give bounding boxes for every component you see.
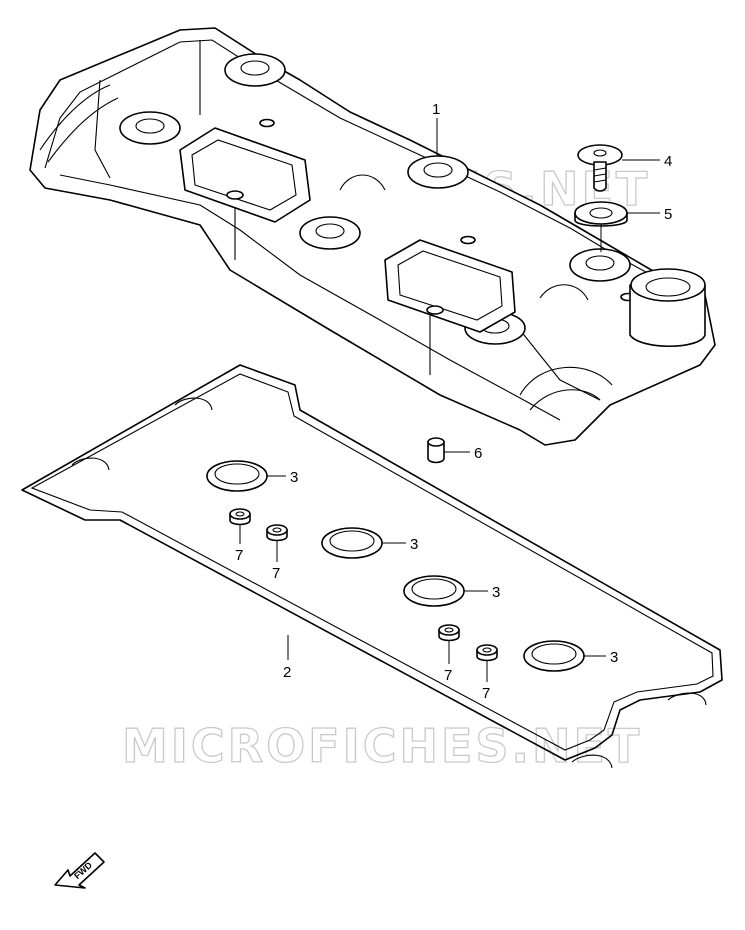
watermark-bottom: MICROFICHES.NET — [122, 719, 642, 773]
breather-box-2 — [384, 239, 516, 333]
grommet-washer — [574, 201, 628, 227]
leader-lines — [239, 118, 660, 682]
callout-3-c: 3 — [492, 584, 500, 601]
callout-1: 1 — [432, 101, 440, 118]
callout-6: 6 — [474, 445, 482, 462]
small-seal-1 — [229, 508, 251, 526]
small-seal-3 — [438, 624, 460, 642]
plug-seal-3 — [403, 575, 465, 607]
callout-7-c: 7 — [444, 667, 452, 684]
bolt-post-4 — [460, 235, 476, 245]
plug-seal-4 — [523, 640, 585, 672]
callout-3-a: 3 — [290, 469, 298, 486]
callout-7-b: 7 — [272, 565, 280, 582]
cover-boss-3 — [407, 155, 469, 189]
dowel-pin — [427, 437, 445, 464]
cylinder-head-cover — [29, 27, 716, 446]
cover-boss-2 — [119, 111, 181, 145]
forward-direction-arrow: FWD — [54, 852, 105, 889]
plug-seal-1 — [206, 460, 268, 492]
callout-3-b: 3 — [410, 536, 418, 553]
cover-boss-5 — [569, 248, 631, 282]
cover-gasket — [21, 364, 723, 769]
callout-3-d: 3 — [610, 649, 618, 666]
callout-2: 2 — [283, 664, 291, 681]
cover-boss-1 — [224, 53, 286, 87]
callout-5: 5 — [664, 206, 672, 223]
cover-boss-4 — [299, 216, 361, 250]
callout-7-a: 7 — [235, 547, 243, 564]
bolt-post-2 — [259, 118, 275, 128]
bolt-post-3 — [426, 305, 444, 315]
bolt-post-1 — [226, 190, 244, 200]
breather-box-1 — [179, 127, 311, 223]
cover-bolt — [577, 144, 623, 192]
small-seal-4 — [476, 644, 498, 662]
small-seal-2 — [266, 524, 288, 542]
callout-7-d: 7 — [482, 685, 490, 702]
callout-4: 4 — [664, 153, 672, 170]
plug-seal-2 — [321, 527, 383, 559]
cover-right-boss — [629, 268, 706, 348]
